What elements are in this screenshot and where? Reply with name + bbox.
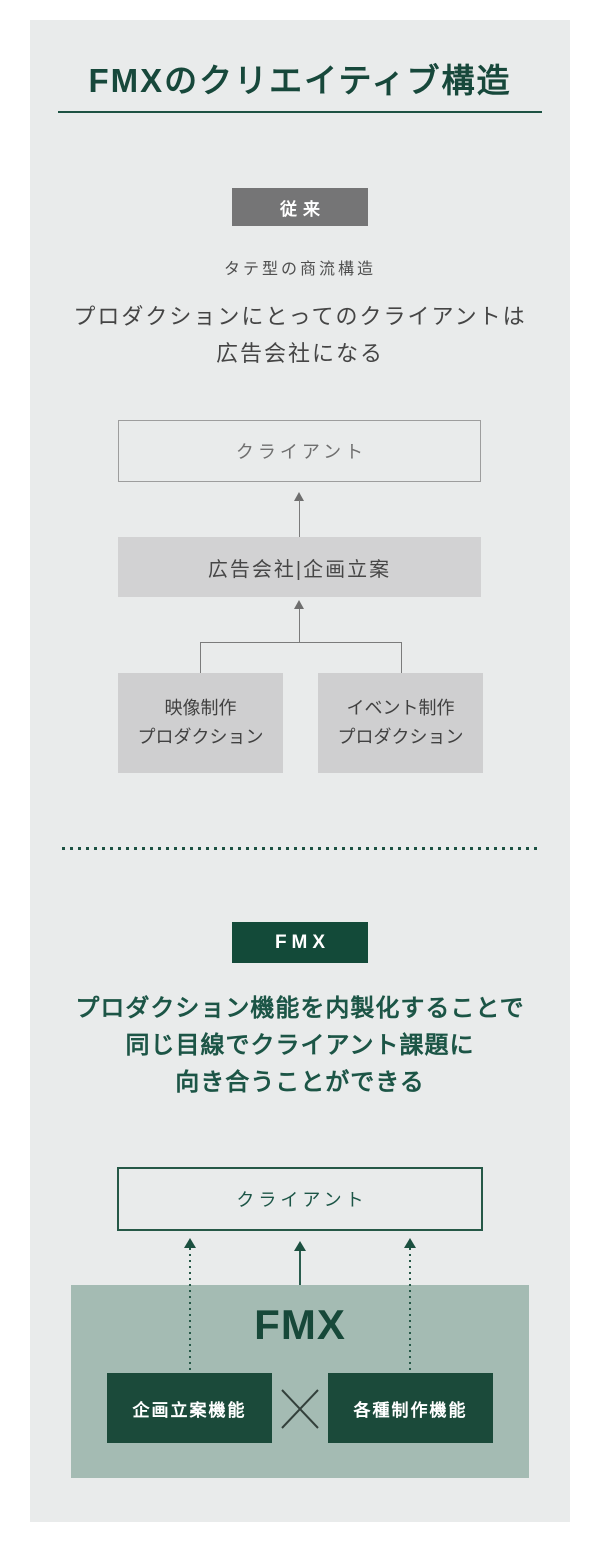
dotted-arrow-up-icon	[184, 1238, 196, 1248]
title-underline	[58, 111, 542, 113]
connector-line	[200, 642, 402, 643]
arrow-line	[299, 1251, 301, 1285]
fmx-description-line2: 同じ目線でクライアント課題に	[125, 1032, 475, 1059]
infographic-panel: FMXのクリエイティブ構造 従来 タテ型の商流構造 プロダクションにとってのクラ…	[30, 20, 570, 1522]
dotted-arrow-up-icon	[404, 1238, 416, 1248]
arrow-line	[299, 500, 300, 537]
fmx-description: プロダクション機能を内製化することで 同じ目線でクライアント課題に 向き合うこと…	[30, 990, 570, 1101]
dotted-arrow-line	[189, 1248, 191, 1373]
connector-line	[401, 642, 402, 673]
arrow-up-icon	[294, 600, 304, 609]
video-production-line1: 映像制作	[164, 698, 237, 718]
conventional-description-line1: プロダクションにとってのクライアントは	[73, 304, 527, 329]
connector-line	[200, 642, 201, 673]
production-function-box: 各種制作機能	[328, 1373, 493, 1443]
conventional-description: プロダクションにとってのクライアントは 広告会社になる	[30, 298, 570, 372]
multiply-icon	[281, 1389, 319, 1429]
arrow-up-icon	[294, 1241, 306, 1251]
fmx-client-box: クライアント	[117, 1167, 483, 1231]
fmx-badge: FMX	[232, 922, 368, 963]
event-production-line1: イベント制作	[346, 698, 455, 718]
video-production-line2: プロダクション	[137, 727, 264, 747]
conventional-description-line2: 広告会社になる	[215, 341, 384, 366]
conventional-badge: 従来	[232, 188, 368, 226]
planning-function-box: 企画立案機能	[107, 1373, 272, 1443]
event-production-box: イベント制作 プロダクション	[318, 673, 483, 773]
fmx-company-label: FMX	[254, 1301, 346, 1348]
fmx-description-line1: プロダクション機能を内製化することで	[75, 995, 525, 1022]
conventional-agency-box: 広告会社|企画立案	[118, 537, 481, 597]
conventional-subtitle: タテ型の商流構造	[223, 261, 376, 278]
section-divider	[62, 847, 538, 850]
arrow-line	[299, 609, 300, 642]
page-title: FMXのクリエイティブ構造	[88, 62, 512, 99]
video-production-box: 映像制作 プロダクション	[118, 673, 283, 773]
conventional-client-box: クライアント	[118, 420, 481, 482]
arrow-up-icon	[294, 492, 304, 501]
event-production-line2: プロダクション	[337, 727, 464, 747]
dotted-arrow-line	[409, 1248, 411, 1373]
fmx-description-line3: 向き合うことができる	[175, 1069, 425, 1096]
